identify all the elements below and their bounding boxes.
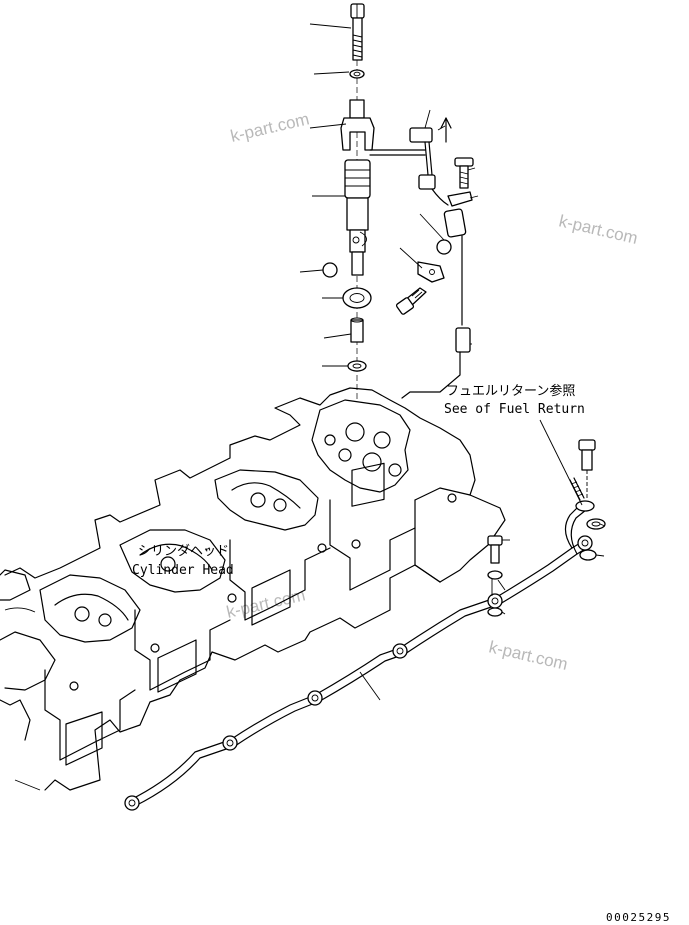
- clamp-bolt: [447, 157, 474, 207]
- connector: [409, 127, 433, 143]
- cylinder-head: [0, 387, 506, 791]
- injector-sleeve: [350, 319, 364, 343]
- banjo-fitting: [392, 643, 408, 659]
- callout-balloon: [322, 262, 338, 278]
- o-ring: [342, 287, 372, 309]
- fuel-return-label-en: See of Fuel Return: [444, 402, 585, 417]
- callout-balloon: [436, 239, 452, 255]
- watermark: k-part.com: [225, 585, 308, 622]
- drawing-number: 00025295: [606, 911, 671, 924]
- banjo-fitting: [222, 735, 238, 751]
- injector-clamp: [340, 99, 375, 151]
- banjo-fitting: [124, 795, 140, 811]
- washer: [586, 518, 606, 530]
- mounting-bolt: [350, 3, 365, 61]
- fuel-return-label-jp: フュエルリターン参照: [446, 383, 575, 399]
- wiring-harness: [369, 117, 471, 399]
- harness-grommet: [455, 327, 471, 353]
- sensor-plug: [443, 208, 467, 238]
- watermark: k-part.com: [557, 211, 640, 248]
- banjo-fitting: [487, 593, 503, 609]
- leader-lines: [204, 23, 606, 701]
- banjo-fitting: [307, 690, 323, 706]
- cylinder-head-label-jp: シリンダヘッド: [138, 544, 229, 559]
- fuel-return-pipe: [124, 500, 595, 811]
- harness-bracket: [395, 261, 445, 315]
- watermark: k-part.com: [229, 109, 312, 146]
- washer: [579, 549, 597, 561]
- banjo-fitting: [577, 535, 593, 551]
- watermark: k-part.com: [487, 637, 570, 674]
- gasket: [347, 360, 367, 372]
- washer: [349, 69, 365, 79]
- pipe-clamp-bolt: [487, 535, 503, 617]
- banjo-bolt: [578, 439, 596, 498]
- injector-assembly: [340, 3, 375, 400]
- fuel-injector: [344, 159, 371, 276]
- cylinder-head-label-en: Cylinder Head: [132, 563, 234, 578]
